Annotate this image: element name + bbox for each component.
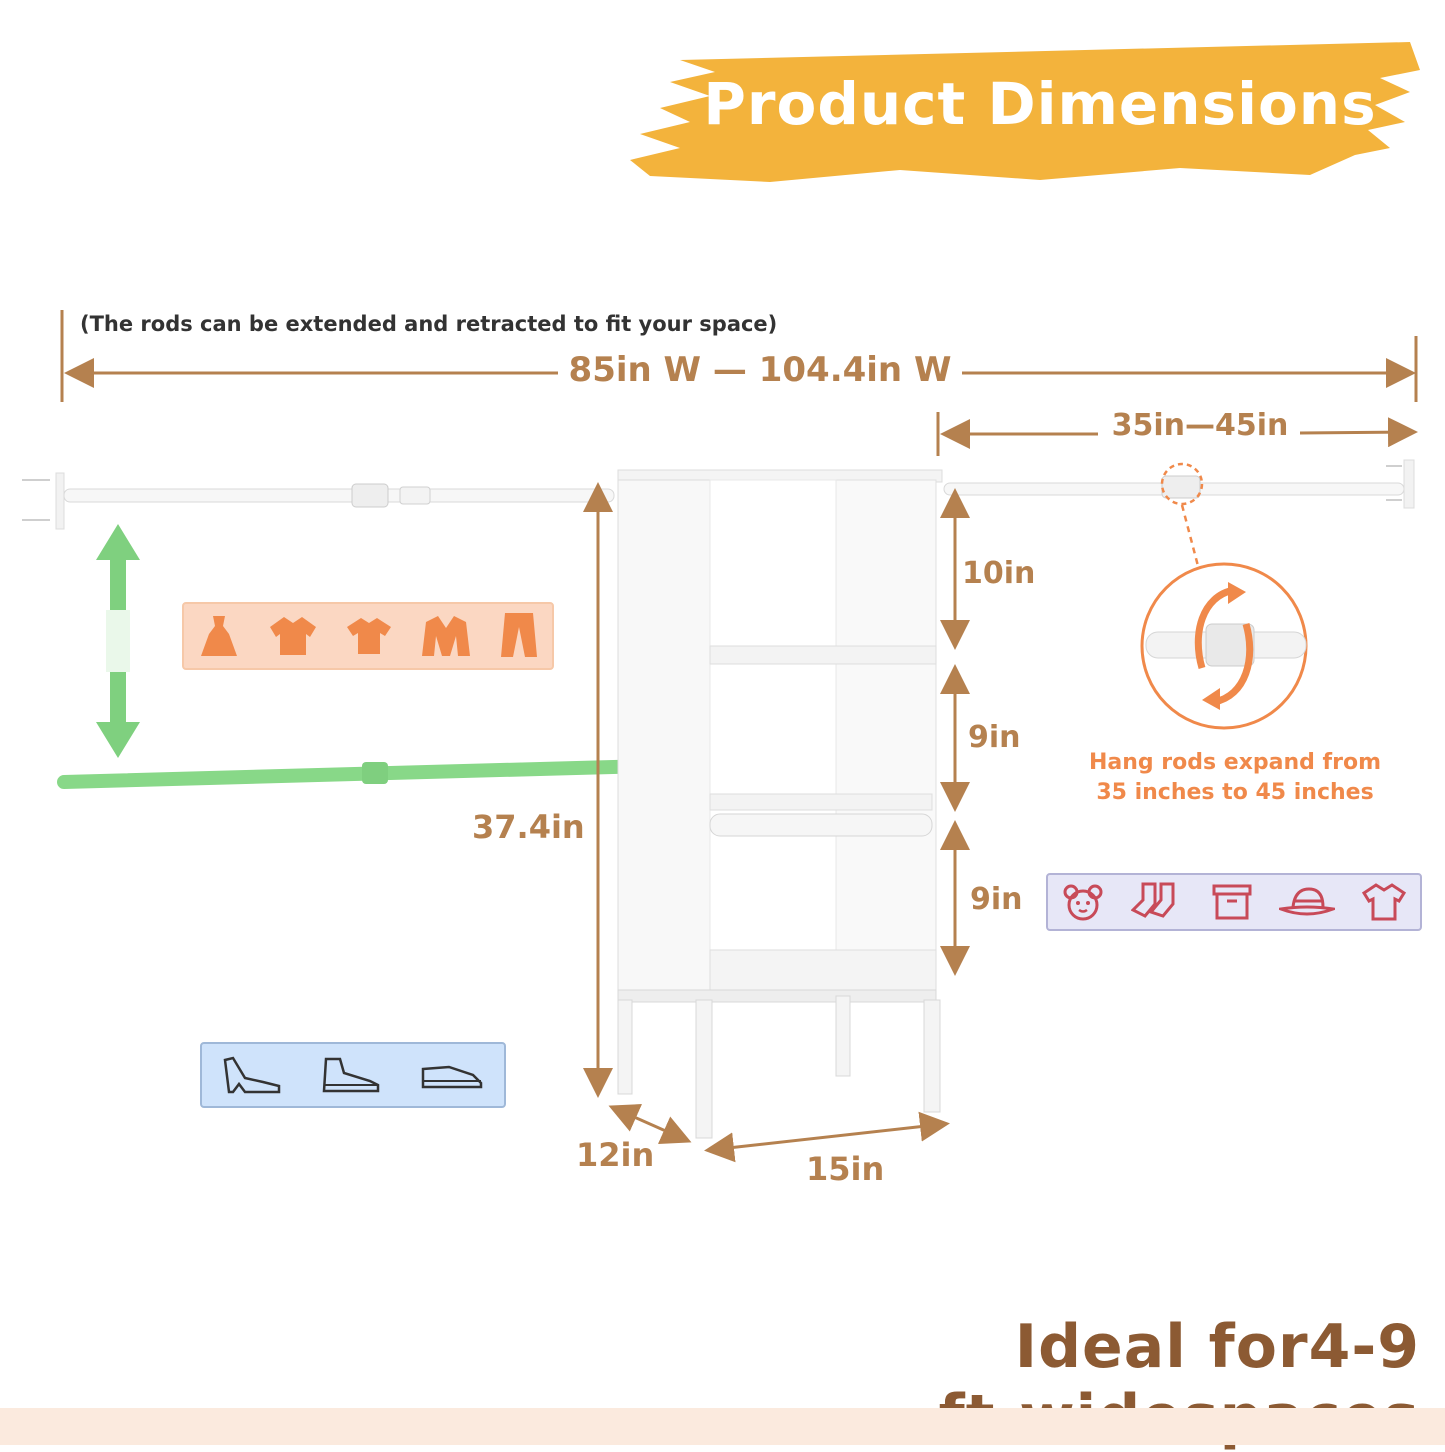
socks-icon: [1130, 882, 1175, 918]
title-brush-banner: [630, 42, 1420, 182]
width-label: 15in: [806, 1150, 885, 1188]
shoes-icon-panel: [200, 1042, 506, 1108]
depth-label: 12in: [576, 1136, 655, 1174]
tshirt-icon: [1362, 883, 1407, 921]
shelf-middle-height-label: 9in: [968, 720, 1021, 755]
rod-expand-caption-line1: Hang rods expand from: [1088, 750, 1382, 775]
high-heel-icon: [223, 1056, 280, 1094]
storage-box-icon: [1212, 884, 1252, 920]
shelf-unit: [617, 469, 943, 1139]
accessories-icon-panel: [1046, 873, 1422, 931]
total-width-line: [60, 310, 1418, 402]
suit-icon: [421, 616, 470, 656]
loafer-icon: [422, 1065, 483, 1089]
rotate-arrows-icon: [1194, 582, 1254, 710]
bear-icon: [1063, 884, 1103, 921]
sweater-icon: [270, 617, 317, 655]
rod-note: (The rods can be extended and retracted …: [80, 312, 778, 336]
footer-band: [0, 1408, 1445, 1445]
total-height-label: 37.4in: [472, 808, 585, 846]
rod-expand-caption-line2: 35 inches to 45 inches: [1096, 780, 1374, 805]
lower-rod-adjust: [57, 524, 691, 789]
right-hanging-rod: [943, 459, 1415, 509]
base-dimension-lines: [608, 1104, 950, 1163]
shelf-top-height-label: 10in: [962, 556, 1036, 591]
pants-icon: [500, 613, 537, 657]
total-width-label: 85in W — 104.4in W: [568, 350, 952, 390]
clothes-icon-panel: [182, 602, 554, 670]
rod-expand-caption: Hang rods expand from 35 inches to 45 in…: [1060, 748, 1410, 808]
tshirt-icon: [346, 618, 391, 654]
sneaker-icon: [322, 1057, 380, 1093]
dress-icon: [201, 616, 238, 656]
rod-length-line: [936, 412, 1418, 456]
shelf-bottom-height-label: 9in: [970, 882, 1023, 917]
dimension-illustration: [22, 310, 1418, 1163]
hat-icon: [1279, 887, 1336, 916]
rod-joint-callout: [1140, 462, 1308, 730]
page-title: Product Dimensions: [703, 70, 1377, 138]
left-hanging-rod: [22, 472, 615, 530]
rod-length-label: 35in—45in: [1111, 408, 1289, 443]
